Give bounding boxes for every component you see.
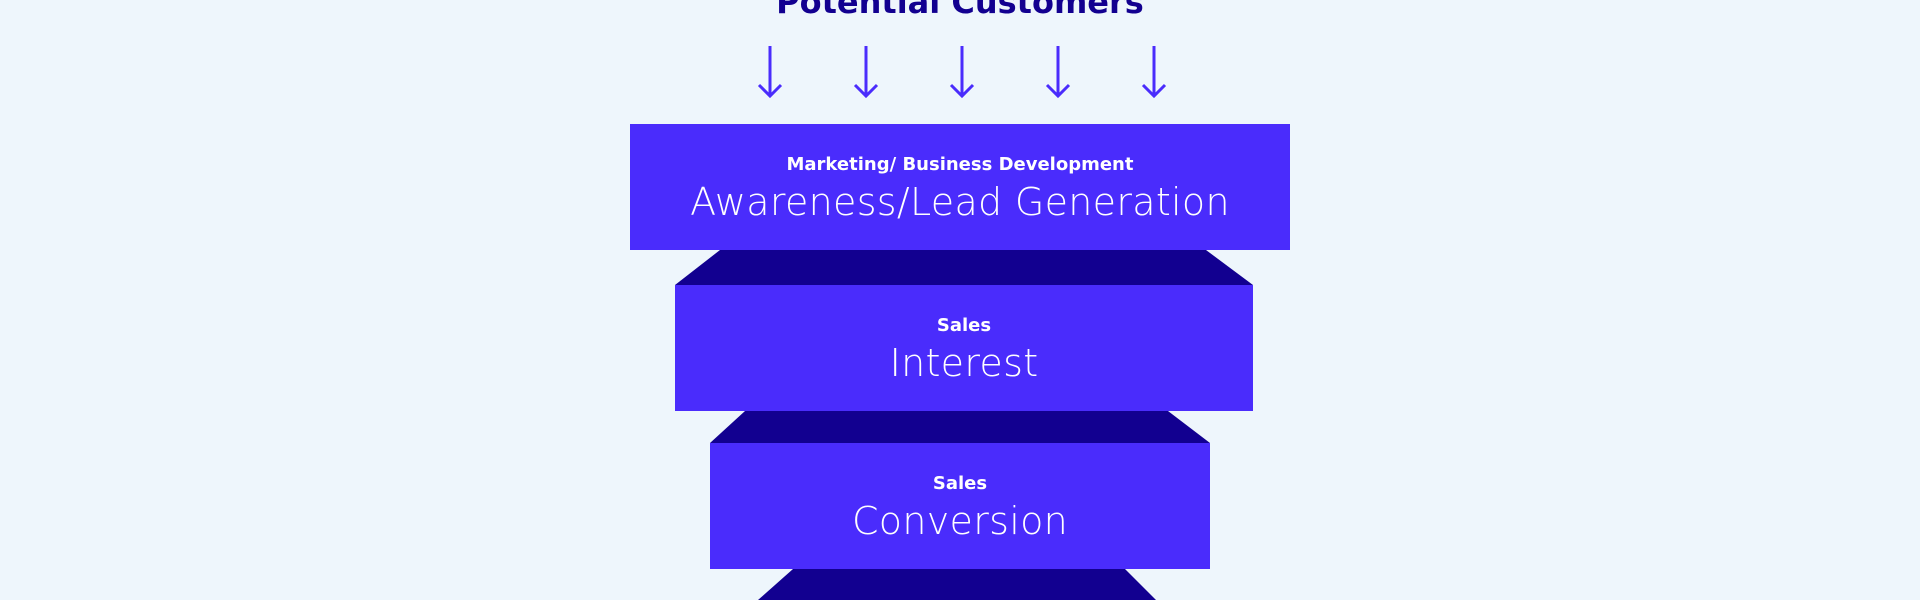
funnel-stage-interest: Sales Interest <box>675 285 1253 411</box>
funnel-stage-awareness: Marketing/ Business Development Awarenes… <box>630 124 1290 250</box>
stage-name: Conversion <box>851 499 1069 543</box>
arrow-down-icon <box>1045 46 1071 99</box>
funnel-stage-conversion: Sales Conversion <box>710 443 1210 569</box>
connector-1 <box>675 250 1253 285</box>
funnel-title: Potential Customers <box>776 0 1144 21</box>
arrow-row <box>0 42 1920 102</box>
connector-3 <box>758 569 1156 600</box>
stage-name: Awareness/Lead Generation <box>690 180 1230 224</box>
arrow-down-icon <box>853 46 879 99</box>
stage-department: Sales <box>936 315 992 336</box>
arrow-down-icon <box>1141 46 1167 99</box>
arrow-down-icon <box>757 46 783 99</box>
stage-department: Marketing/ Business Development <box>786 154 1134 175</box>
connector-2 <box>710 411 1210 443</box>
arrow-down-icon <box>949 46 975 99</box>
stage-name: Interest <box>889 341 1039 385</box>
stage-department: Sales <box>932 473 988 494</box>
